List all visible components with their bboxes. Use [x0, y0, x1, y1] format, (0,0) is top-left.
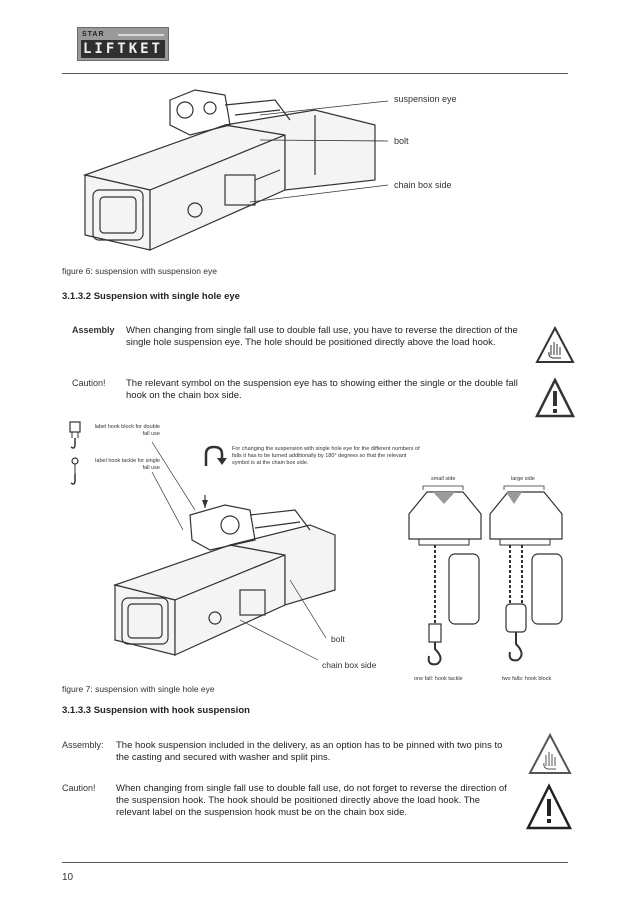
label-double-fall: label hook block for double fall use: [94, 424, 160, 437]
two-falls-label: two falls: hook block: [502, 676, 552, 682]
single-fall-hook-icon: [70, 457, 79, 485]
figure7-bolt-callout: bolt: [331, 634, 345, 644]
double-fall-hook-icon: [69, 421, 81, 449]
hoist-drawing-figure6: [82, 89, 376, 251]
rotate-arrow-icon: [204, 445, 227, 466]
assembly-label-3132: Assembly: [72, 325, 115, 335]
company-logo: STAR LIFTKET: [77, 27, 169, 61]
hand-warning-icon-2: [528, 732, 572, 774]
hoist-drawing-figure7: [112, 495, 336, 656]
label-single-fall: label hook tackle for single fall use: [95, 458, 160, 471]
caution-label-3133: Caution!: [62, 783, 96, 793]
caution-warning-icon-2: [525, 783, 573, 830]
figure7-note: For changing the suspension with single …: [232, 446, 420, 466]
logo-main-text: LIFTKET: [81, 40, 165, 58]
section-3133-heading: 3.1.3.3 Suspension with hook suspension: [62, 705, 250, 716]
logo-bar: [118, 34, 164, 36]
double-fall-hoist-diagram: [489, 485, 563, 662]
logo-top-text: STAR: [82, 31, 105, 38]
figure7-chain-box-side-callout: chain box side: [322, 660, 377, 670]
assembly-label-3133: Assembly:: [62, 740, 104, 750]
header-rule: [62, 73, 568, 74]
footer-rule: [62, 862, 568, 863]
assembly-text-3132: When changing from single fall use to do…: [126, 325, 518, 348]
single-fall-hoist-diagram: [408, 485, 482, 666]
caution-label-3132: Caution!: [72, 378, 106, 388]
assembly-text-3133: The hook suspension included in the deli…: [116, 740, 503, 763]
callout-chain-box-side: chain box side: [394, 180, 452, 190]
figure7-caption: figure 7: suspension with single hole ey…: [62, 684, 215, 694]
figure6-caption: figure 6: suspension with suspension eye: [62, 266, 217, 276]
callout-bolt: bolt: [394, 136, 409, 146]
large-side-label: large side: [511, 476, 535, 482]
section-3132-heading: 3.1.3.2 Suspension with single hole eye: [62, 291, 240, 302]
small-side-label: small side: [431, 476, 456, 482]
caution-text-3133: When changing from single fall use to do…: [116, 783, 507, 818]
callout-suspension-eye: suspension eye: [394, 94, 457, 104]
page-number: 10: [62, 872, 74, 883]
hand-warning-icon: [535, 325, 575, 363]
one-fall-label: one fall: hook tackle: [414, 676, 463, 682]
caution-text-3132: The relevant symbol on the suspension ey…: [126, 378, 518, 401]
caution-warning-icon: [534, 377, 576, 418]
